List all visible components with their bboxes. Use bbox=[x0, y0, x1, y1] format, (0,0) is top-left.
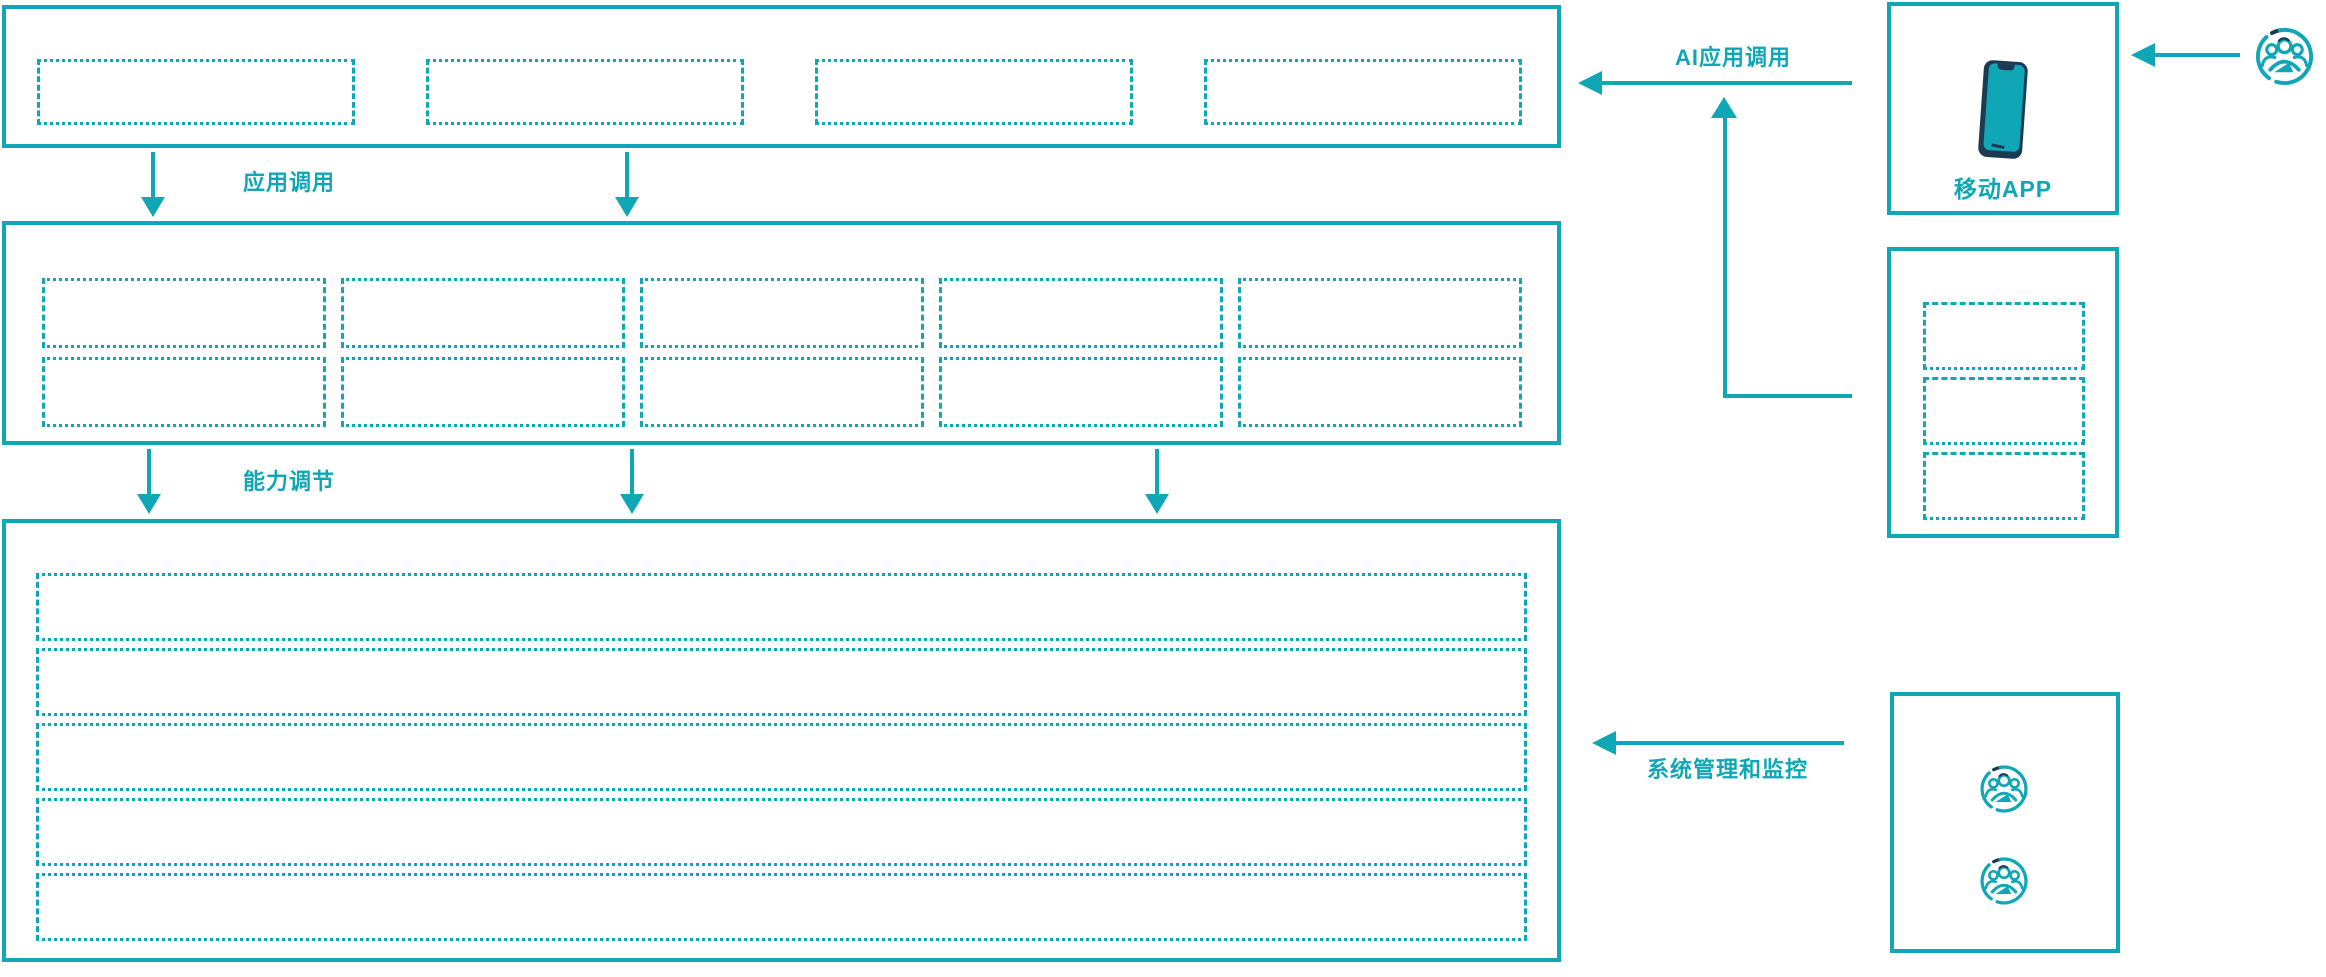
platform-row-placeholder bbox=[36, 873, 1527, 941]
capability-arrow-2-head bbox=[620, 494, 644, 514]
platform-layer-box bbox=[2, 519, 1561, 962]
capability-placeholder-row-1 bbox=[42, 278, 1522, 348]
module-placeholder bbox=[1923, 302, 2085, 370]
ai-app-call-label: AI应用调用 bbox=[1675, 45, 1792, 70]
smartphone-icon bbox=[1977, 59, 2029, 160]
capability-arrow-3-head bbox=[1145, 494, 1169, 514]
ai-app-call-arrow-head bbox=[1578, 71, 1602, 95]
application-placeholder bbox=[37, 59, 355, 125]
platform-row-stack bbox=[36, 573, 1527, 948]
user-group-icon bbox=[1980, 857, 2028, 905]
mobile-app-box: 移动APP bbox=[1887, 2, 2119, 215]
capability-placeholder bbox=[640, 357, 924, 427]
capability-arrow-1-shaft bbox=[147, 449, 151, 495]
user-arrow-head bbox=[2131, 43, 2155, 67]
capability-layer-box bbox=[2, 221, 1561, 445]
application-placeholder bbox=[426, 59, 744, 125]
capability-label: 能力调节 bbox=[243, 469, 336, 494]
ai-app-call-arrow-line bbox=[1600, 81, 1852, 85]
capability-placeholder bbox=[939, 357, 1223, 427]
module-placeholder bbox=[1923, 377, 2085, 445]
app-call-arrow-right-shaft bbox=[625, 152, 629, 198]
user-arrow-line bbox=[2153, 53, 2240, 57]
platform-row-placeholder bbox=[36, 723, 1527, 791]
platform-row-placeholder bbox=[36, 648, 1527, 716]
capability-placeholder bbox=[42, 278, 326, 348]
system-monitor-label: 系统管理和监控 bbox=[1647, 757, 1809, 782]
capability-placeholder bbox=[640, 278, 924, 348]
platform-row-placeholder bbox=[36, 798, 1527, 866]
capability-placeholder bbox=[341, 357, 625, 427]
module-placeholder bbox=[1923, 452, 2085, 520]
capability-placeholder bbox=[341, 278, 625, 348]
module-placeholder-stack bbox=[1923, 302, 2085, 527]
mobile-app-label: 移动APP bbox=[1953, 176, 2053, 202]
app-call-arrow-right-head bbox=[615, 197, 639, 217]
admin-users-box bbox=[1890, 692, 2120, 953]
connector-vertical-line bbox=[1723, 116, 1727, 398]
ai-app-modules-box bbox=[1887, 247, 2119, 538]
app-call-arrow-left-shaft bbox=[151, 152, 155, 198]
capability-placeholder bbox=[42, 357, 326, 427]
application-placeholder bbox=[1204, 59, 1522, 125]
smartphone-screen bbox=[1983, 62, 2026, 153]
application-placeholder bbox=[815, 59, 1133, 125]
application-placeholder-row bbox=[37, 59, 1522, 125]
capability-placeholder-row-2 bbox=[42, 357, 1522, 427]
smartphone-notch bbox=[1997, 63, 2015, 71]
system-monitor-arrow-line bbox=[1614, 741, 1844, 745]
system-monitor-arrow-head bbox=[1592, 731, 1616, 755]
app-call-arrow-left-head bbox=[141, 197, 165, 217]
capability-arrow-3-shaft bbox=[1155, 449, 1159, 495]
capability-placeholder bbox=[1238, 357, 1522, 427]
connector-horizontal-line bbox=[1723, 394, 1852, 398]
connector-up-arrow-head bbox=[1711, 97, 1737, 118]
capability-placeholder bbox=[939, 278, 1223, 348]
application-layer-box bbox=[2, 5, 1561, 148]
admin-icon-stack bbox=[1978, 763, 2030, 907]
capability-placeholder bbox=[1238, 278, 1522, 348]
platform-row-placeholder bbox=[36, 573, 1527, 641]
capability-arrow-1-head bbox=[137, 494, 161, 514]
user-group-icon bbox=[2255, 27, 2314, 86]
capability-arrow-2-shaft bbox=[630, 449, 634, 495]
app-call-label: 应用调用 bbox=[243, 170, 336, 195]
user-group-icon bbox=[1980, 765, 2028, 813]
